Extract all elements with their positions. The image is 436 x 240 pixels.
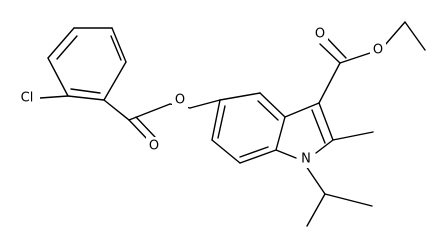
bond: [339, 52, 371, 64]
double-bond-inner: [217, 105, 226, 139]
chlorobenzene-ring: [47, 27, 127, 101]
double-bond-inner: [257, 100, 279, 121]
ethyl-bond: [384, 21, 406, 46]
bond: [275, 116, 286, 151]
ethyl-bond: [404, 21, 426, 51]
methyl-bond: [332, 131, 374, 141]
double-bond-inner: [110, 35, 122, 61]
ester-oxygen-left-label: O: [175, 93, 185, 108]
bond-c-o-double: [326, 37, 347, 59]
bond-c-o-double: [135, 116, 156, 138]
bond: [47, 57, 69, 97]
carbonyl-oxygen-right-label: O: [315, 27, 325, 42]
bond-n-ch: [305, 165, 326, 195]
indole-benzene-ring: [211, 92, 286, 164]
nitrogen-atom-label: N: [301, 152, 311, 167]
bond: [47, 27, 75, 59]
chlorine-atom-label: Cl: [21, 91, 34, 106]
bond: [318, 62, 341, 104]
carbonyl-oxygen-left-label: O: [149, 139, 159, 154]
isopropyl-bond: [324, 193, 373, 207]
bond: [318, 102, 334, 141]
pyrrole-ring: [275, 102, 334, 159]
bond: [211, 99, 221, 141]
bond: [103, 99, 130, 121]
double-bond-inner: [239, 146, 269, 158]
bond: [239, 149, 277, 164]
bond-c-cl: [39, 95, 69, 99]
bond: [189, 99, 221, 109]
ester-oxygen-right-label: O: [373, 43, 383, 58]
bond: [67, 95, 105, 101]
double-bond-inner: [311, 109, 326, 144]
structure-canvas: Cl O O O O N: [20, 21, 426, 227]
bond-c-o-double: [319, 43, 341, 64]
bond: [219, 92, 261, 101]
isopropyl-bond: [306, 193, 326, 227]
bond: [315, 139, 334, 154]
molecule-diagram: Cl O O O O N: [20, 21, 426, 227]
bond: [275, 149, 297, 159]
bond: [128, 103, 171, 121]
bond: [111, 27, 127, 63]
bond: [211, 139, 241, 164]
bond: [259, 92, 286, 118]
bond: [103, 61, 127, 101]
double-bond-inner: [70, 88, 101, 94]
bond-c-o-double: [128, 119, 150, 142]
double-bond-inner: [56, 35, 78, 60]
bond: [284, 102, 320, 118]
